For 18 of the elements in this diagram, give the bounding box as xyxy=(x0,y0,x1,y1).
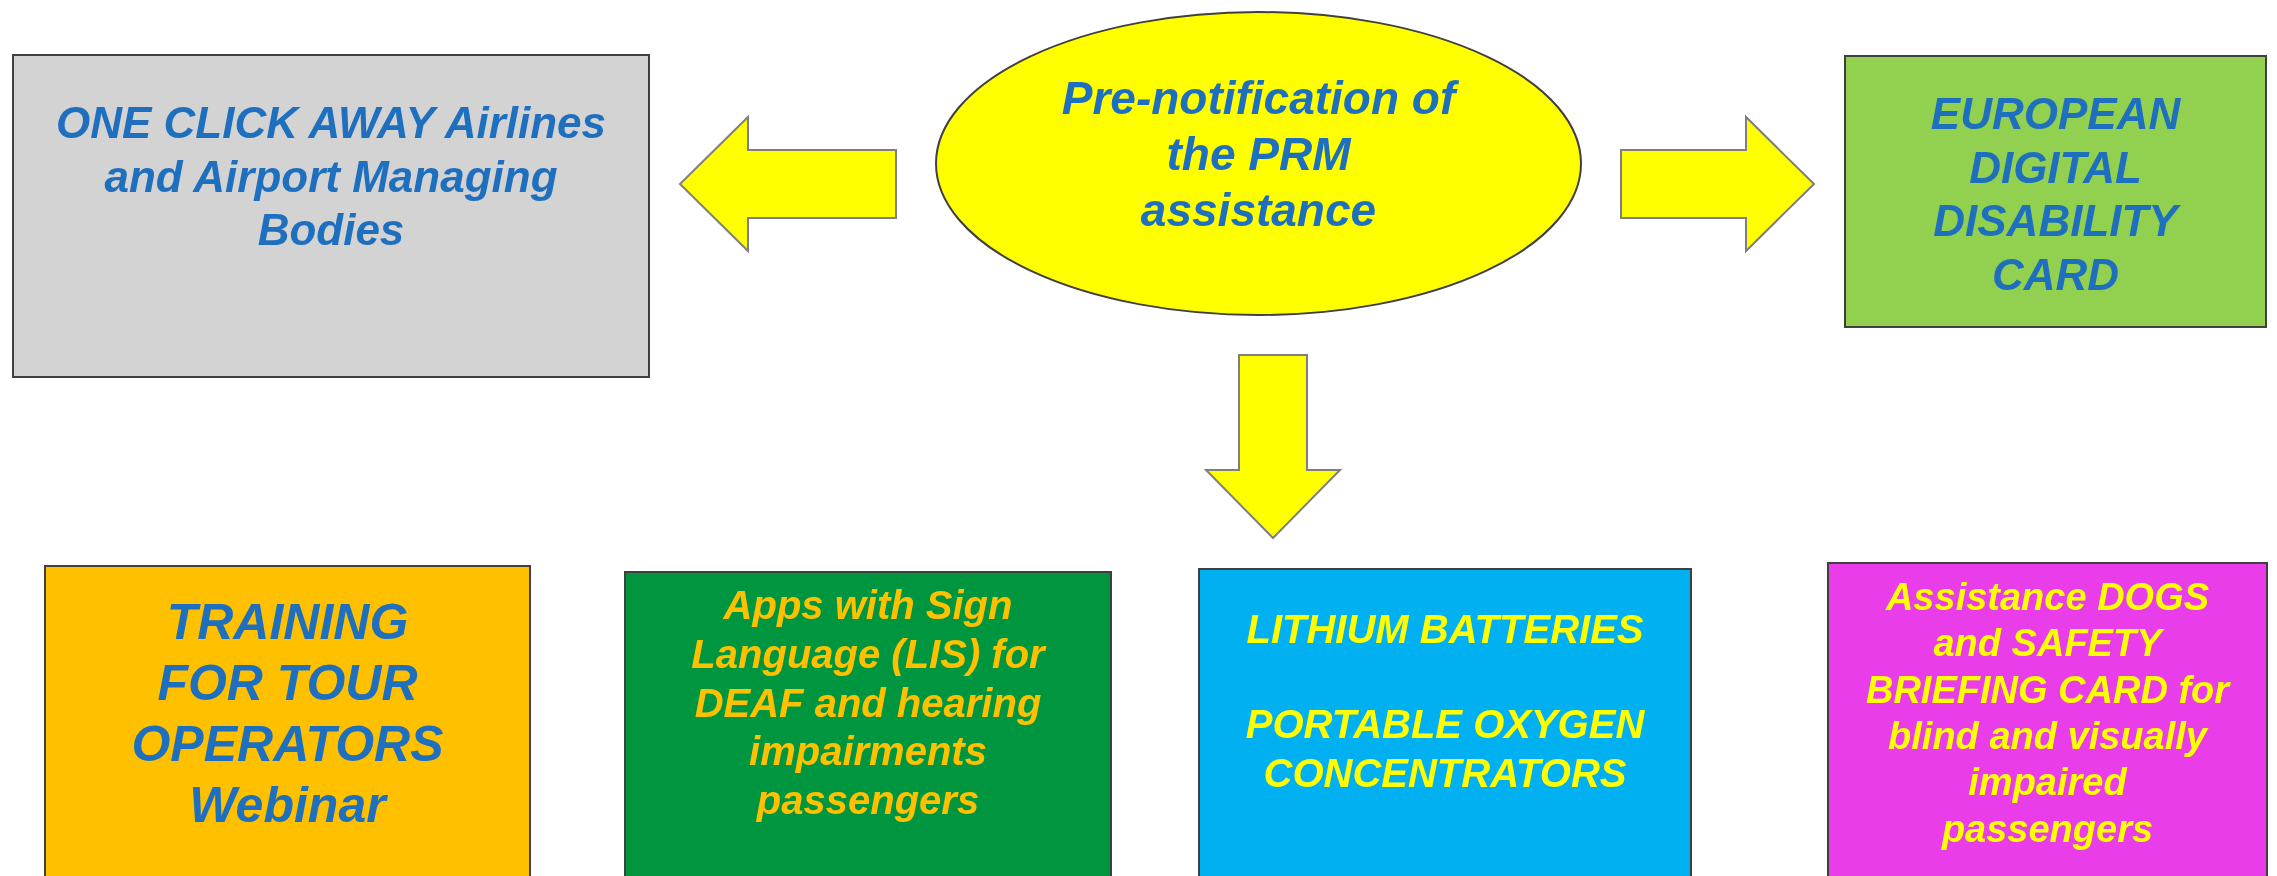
process-box xyxy=(1844,55,2267,328)
node-text: LITHIUM BATTERIES xyxy=(1246,606,1644,653)
process-box xyxy=(1827,562,2268,876)
process-box xyxy=(624,571,1112,876)
ellipse-node xyxy=(934,10,1583,317)
node-text: Apps with Sign Language (LIS) for DEAF and hearing impairments passengers xyxy=(690,582,1048,825)
node-text: PORTABLE OXYGEN CONCENTRATORS xyxy=(1244,700,1646,797)
process-box xyxy=(1198,568,1692,876)
node-text: TRAINING FOR TOUR OPERATORS Webinar xyxy=(130,593,445,835)
process-box xyxy=(12,54,650,378)
block-arrow xyxy=(678,114,897,254)
node-text: Assistance DOGS and SAFETY BRIEFING CARD for blind and visually impaired passengers xyxy=(1864,575,2232,852)
node-text: Pre-notification of the PRM assistance xyxy=(1044,70,1473,239)
node-text: ONE CLICK AWAY Airlines and Airport Managing Bodies xyxy=(54,97,608,257)
block-arrow xyxy=(1620,114,1816,254)
node-text: EUROPEAN DIGITAL DISABILITY CARD xyxy=(1929,88,2182,302)
block-arrow xyxy=(1203,354,1343,540)
process-box xyxy=(44,565,531,876)
